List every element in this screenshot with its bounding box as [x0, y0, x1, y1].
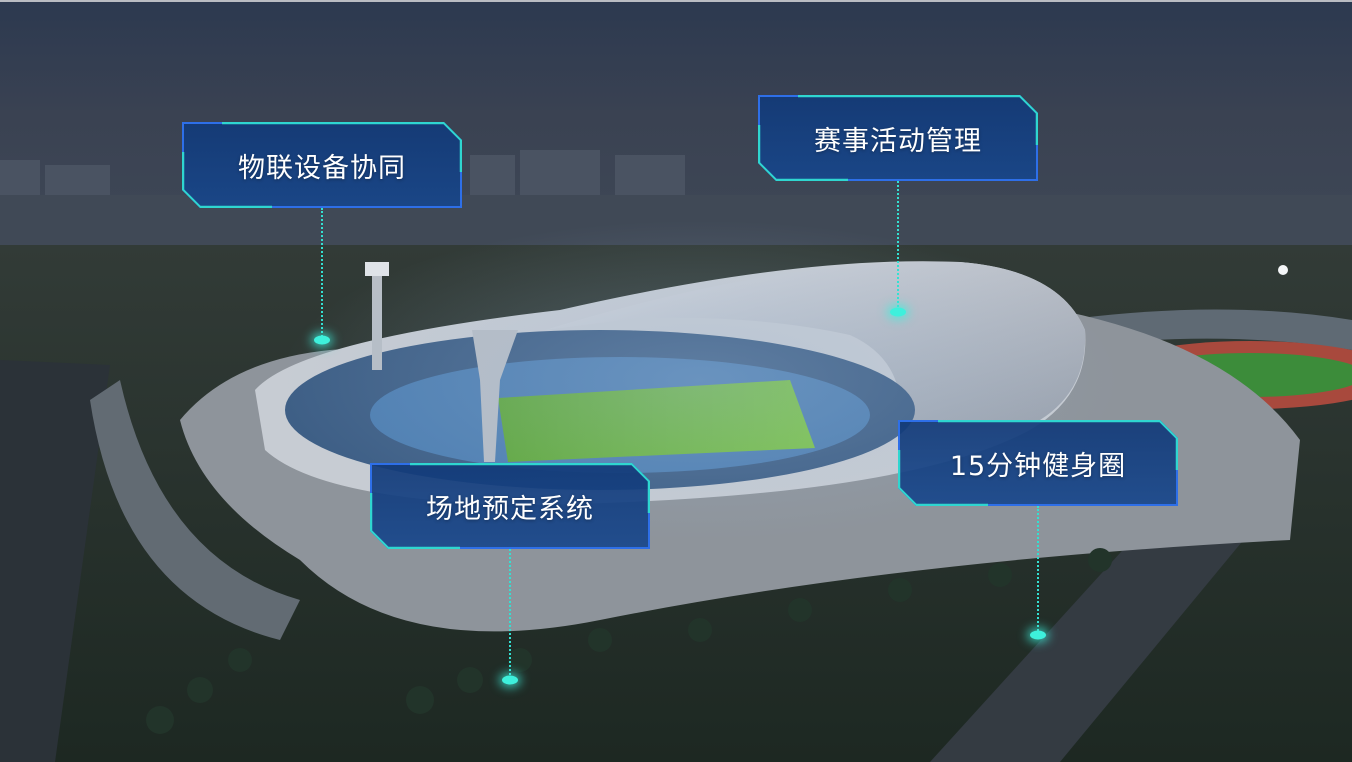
fitness-circle-label: 15分钟健身圈: [949, 450, 1127, 482]
event-management-label: 赛事活动管理: [814, 125, 982, 157]
venue-booking-marker[interactable]: [502, 675, 518, 685]
iot-devices-label: 物联设备协同: [238, 152, 406, 184]
iot-devices-card[interactable]: 物联设备协同: [182, 122, 462, 208]
venue-booking-label: 场地预定系统: [426, 493, 594, 525]
fitness-circle-card[interactable]: 15分钟健身圈: [898, 420, 1178, 506]
iot-devices-marker[interactable]: [314, 335, 330, 345]
event-management-connector: [897, 181, 899, 311]
iot-devices-connector: [321, 208, 323, 340]
event-management-marker[interactable]: [890, 307, 906, 317]
venue-booking-card[interactable]: 场地预定系统: [370, 463, 650, 549]
venue-booking-connector: [509, 549, 511, 679]
fitness-circle-marker[interactable]: [1030, 630, 1046, 640]
fitness-circle-connector: [1037, 506, 1039, 634]
event-management-card[interactable]: 赛事活动管理: [758, 95, 1038, 181]
top-edge-line: [0, 0, 1352, 2]
